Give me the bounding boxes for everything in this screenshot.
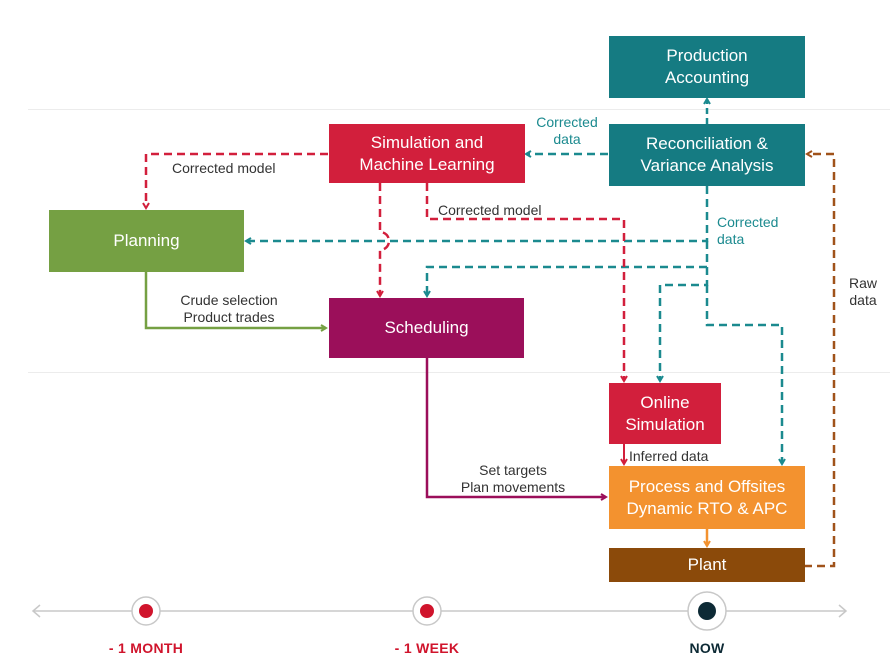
connector-plant-to-reconciliation — [804, 150, 836, 568]
planning-box: Planning — [49, 210, 244, 272]
connector-simulation-to-scheduling — [376, 183, 391, 298]
timeline-right-arrow — [838, 604, 848, 618]
separator-middle — [28, 372, 890, 373]
timeline-marker-now — [698, 602, 716, 620]
connector-reconciliation-to-online-simulation — [656, 267, 709, 383]
timeline-left-arrow — [31, 604, 41, 618]
label-corrected-data-right: Corrected data — [717, 214, 779, 247]
label-corrected-model-mid: Corrected model — [438, 202, 542, 218]
scheduling-box: Scheduling — [329, 298, 524, 358]
timeline-marker-week — [420, 604, 434, 618]
connector-simulation-to-online-simulation — [425, 183, 628, 383]
timeline-label-month: - 1 MONTH — [108, 640, 184, 656]
online-simulation-box: Online Simulation — [609, 383, 721, 444]
connector-simulation-to-planning — [142, 152, 328, 210]
separator-top — [28, 109, 890, 110]
reconciliation-box: Reconciliation & Variance Analysis — [609, 124, 805, 186]
timeline-label-now: NOW — [689, 640, 725, 656]
timeline-label-week: - 1 WEEK — [394, 640, 460, 656]
connector-reconciliation-to-scheduling — [423, 241, 709, 298]
label-crude-product: Crude selection Product trades — [180, 292, 278, 325]
connector-reconciliation-to-process — [705, 285, 786, 466]
label-corrected-model-left: Corrected model — [172, 160, 276, 176]
label-raw-data: Raw data — [848, 275, 877, 308]
production-accounting-box: Production Accounting — [609, 36, 805, 98]
label-inferred-data: Inferred data — [629, 448, 709, 464]
connector-planning-to-scheduling — [144, 272, 328, 332]
process-offsites-box: Process and Offsites Dynamic RTO & APC — [609, 466, 805, 529]
simulation-machine-learning-box: Simulation and Machine Learning — [329, 124, 525, 183]
timeline-marker-month — [139, 604, 153, 618]
plant-box: Plant — [609, 548, 805, 582]
label-corrected-data-top: Corrected data — [536, 114, 598, 147]
label-set-targets: Set targets Plan movements — [460, 462, 566, 495]
connector-scheduling-to-process — [425, 358, 608, 501]
